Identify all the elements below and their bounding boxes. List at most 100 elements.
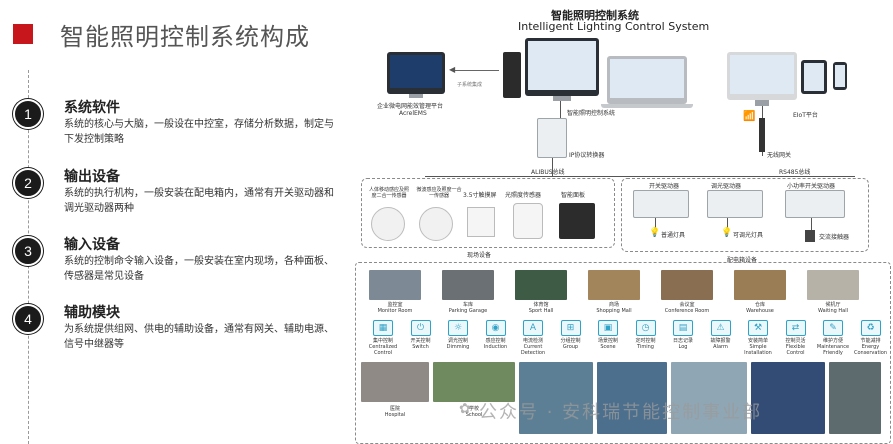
section-description: 为系统提供组网、供电的辅助设备，通常有网关、辅助电源、信号中继器等 [64, 324, 334, 350]
load-label: 可调光灯具 [733, 232, 764, 239]
subsystem-label: 子系统集成 [457, 82, 483, 88]
eiot-monitor [727, 52, 797, 100]
scene-photo [597, 362, 667, 434]
function-icon: A [523, 320, 543, 336]
function-icon: ✎ [823, 320, 843, 336]
section-number: 4 [13, 304, 43, 334]
watermark: 公众号 · 安科瑞节能控制事业部 [479, 402, 763, 423]
field-devices-box [361, 178, 615, 248]
scene-photo [734, 270, 786, 300]
scene-caption: 会议室 Conference Room [664, 302, 710, 314]
scene-caption: 车库 Parking Garage [448, 302, 488, 314]
wireless-gateway-label: 无线网关 [767, 152, 792, 159]
load-label: 交流接触器 [819, 234, 850, 241]
diagram-title-en: Intelligent Lighting Control System [518, 20, 710, 33]
function-caption: 日志记录 Log [672, 338, 693, 350]
function-icon: ⚠ [710, 320, 731, 336]
page-title: 智能照明控制系统构成 [60, 23, 310, 51]
driver-label: 开关驱动器 [649, 183, 680, 190]
function-icon: ▦ [373, 320, 393, 336]
ip-converter-label: IP协议转换器 [569, 152, 605, 159]
section-heading: 输出设备 [64, 169, 120, 185]
alibus-line [425, 176, 625, 177]
rs485-line [625, 176, 855, 177]
function-caption: 维护方便 Maintenance Friendly [816, 338, 850, 356]
scene-photo [369, 270, 421, 300]
monitor-stand [553, 96, 571, 101]
ems-monitor [387, 52, 445, 94]
field-device-label: 智能面板 [561, 192, 586, 199]
touch-screen [467, 207, 495, 237]
scene-caption: 仓库 Warehouse [746, 302, 774, 314]
driver-label: 调光驱动器 [711, 183, 742, 190]
dimmable-lamp-icon: 💡 [721, 228, 733, 238]
function-icon: ⊞ [560, 320, 581, 336]
function-icon: ⇄ [785, 320, 806, 336]
box-group-label: 配电箱设备 [727, 257, 758, 264]
function-icon: ▤ [673, 320, 693, 336]
switch-driver [633, 190, 689, 218]
function-icon: ☼ [448, 320, 468, 336]
ems-label-cn: 企业微电网能效管理平台 [377, 103, 444, 110]
arrow-head-icon: ◀ [449, 65, 456, 74]
function-caption: 分组控制 Group [560, 338, 581, 350]
section-heading: 辅助模块 [64, 305, 120, 321]
section-description: 系统的控制命令输入设备，一般安装在室内现场，各种面板、传感器是常见设备 [64, 256, 334, 282]
alibus-label: ALIBUS总线 [531, 169, 565, 176]
scene-photo [515, 270, 567, 300]
field-group-label: 现场设备 [467, 252, 492, 259]
scene-photo [829, 362, 881, 434]
scene-photo [671, 362, 747, 434]
function-caption: 节能减排 Energy Conservation [853, 338, 888, 356]
subsystem-arrow [453, 70, 499, 71]
section-heading: 系统软件 [64, 100, 120, 116]
scene-photo [588, 270, 640, 300]
function-caption: 开关控制 Switch [410, 338, 431, 350]
function-caption: 场景控制 Scene [597, 338, 618, 350]
distribution-box [621, 178, 869, 252]
function-caption: 安装简单 Simple Installation [744, 338, 772, 356]
section-heading: 输入设备 [64, 237, 120, 253]
function-icon: ◉ [485, 320, 506, 336]
scene-caption: 医院 Hospital [384, 406, 406, 418]
scene-caption: 候机厅 Waiting Hall [818, 302, 848, 314]
field-device-label: 3.5寸触摸屏 [463, 192, 497, 199]
link-system-converter [560, 101, 561, 119]
function-caption: 调光控制 Dimming [446, 338, 470, 350]
contactor-icon [805, 230, 815, 242]
system-diagram: 智能照明控制系统 Intelligent Lighting Control Sy… [355, 0, 893, 444]
function-icon: ♻ [860, 320, 881, 336]
load-label: 普通灯具 [661, 232, 686, 239]
scene-photo [433, 362, 515, 402]
small-switch-driver [785, 190, 845, 218]
section-number: 2 [13, 168, 43, 198]
section-number: 3 [13, 236, 43, 266]
wifi-icon: 📶 [743, 111, 756, 122]
scene-photo [442, 270, 494, 300]
scene-caption: 体育馆 Sport Hall [528, 302, 554, 314]
rs485-label: RS485总线 [779, 169, 811, 176]
function-icon: ⚒ [748, 320, 768, 336]
scene-photo [807, 270, 859, 300]
function-caption: 集中控制 Centralized Control [368, 338, 398, 356]
scene-caption: 学校 School [465, 406, 483, 418]
field-device-label: 人体移动感应及照度二合一传感器 [368, 187, 409, 199]
scene-photo [751, 362, 825, 434]
lamp-icon: 💡 [649, 228, 661, 238]
diagram-title-cn: 智能照明控制系统 [551, 9, 639, 22]
monitor-stand [755, 100, 769, 106]
server-tower [503, 52, 521, 98]
motion-sensor [371, 207, 405, 241]
smart-panel [559, 203, 595, 239]
alibus-drop [552, 158, 553, 176]
scene-photo [661, 270, 713, 300]
ems-label-en: AcrelEMS [399, 110, 427, 117]
phone [833, 62, 847, 90]
tablet [801, 60, 827, 94]
function-caption: 故障报警 Alarm [710, 338, 731, 350]
section-description: 系统的核心与大脑，一般设在中控室，存储分析数据，制定与下发控制策略 [64, 119, 334, 145]
function-caption: 感应控制 Induction [483, 338, 508, 350]
load-link [655, 218, 656, 232]
function-icon: ⏻ [410, 320, 431, 336]
main-system-label: 智能照明控制系统 [567, 110, 616, 117]
